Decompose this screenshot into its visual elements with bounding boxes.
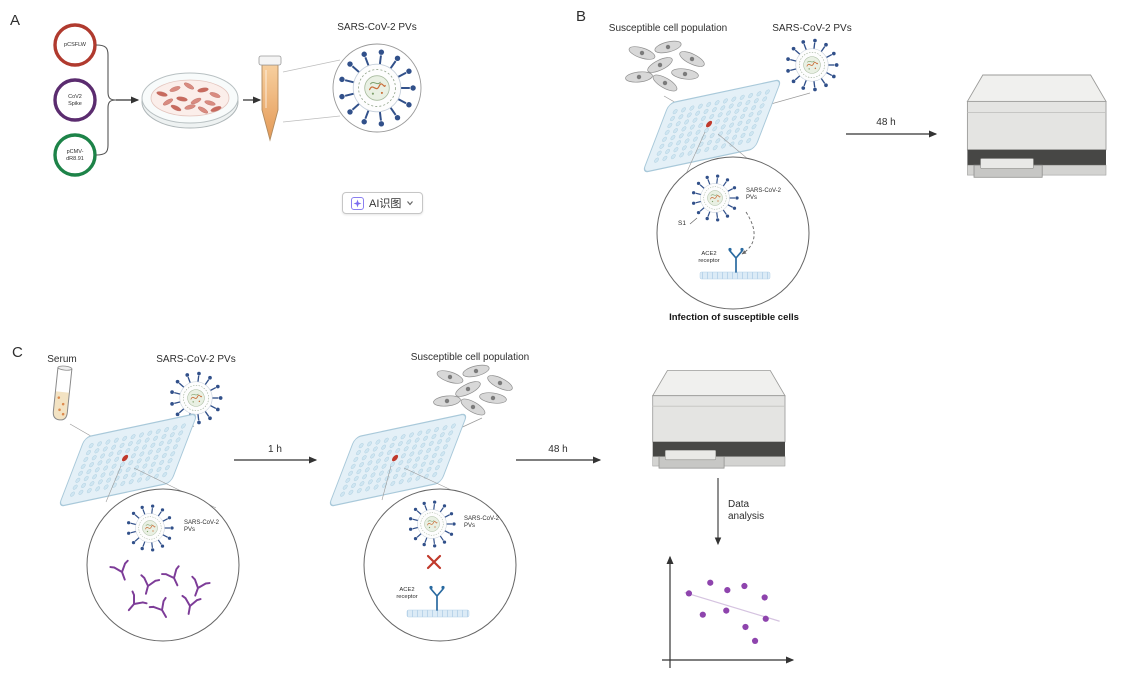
plate-reader-icon bbox=[652, 369, 786, 469]
chevron-down-icon[interactable] bbox=[406, 199, 414, 207]
panel-c-art bbox=[52, 362, 795, 668]
panel-b-zoom-pvs-label-2: PVs bbox=[746, 195, 758, 201]
ai-recognize-button[interactable]: AI识图 bbox=[342, 192, 424, 214]
panel-b-caption: Infection of susceptible cells bbox=[669, 312, 799, 323]
sample-well bbox=[121, 454, 129, 462]
magnifier-circle bbox=[656, 156, 810, 310]
zoom-line bbox=[282, 115, 341, 123]
binding-arrow bbox=[741, 211, 755, 255]
magnifier-circle bbox=[86, 488, 240, 642]
ai-button-label: AI识图 bbox=[369, 198, 402, 210]
panel-b-ace2-label-2: receptor bbox=[698, 257, 720, 264]
brace bbox=[95, 44, 117, 156]
panel-b-time-label: 48 h bbox=[876, 117, 896, 128]
cells-icon bbox=[624, 38, 707, 95]
plasmid-pcmv-label-1: pCMV- bbox=[66, 149, 84, 155]
panel-b-label: B bbox=[576, 8, 587, 25]
scatter-plot bbox=[662, 555, 795, 668]
panel-c-serum-label: Serum bbox=[47, 354, 77, 365]
sample-well bbox=[391, 454, 399, 462]
panel-c-zoom2-pvs-label-1: SARS-CoV-2 bbox=[464, 516, 500, 522]
cell-membrane bbox=[699, 271, 771, 280]
well-plate-icon bbox=[57, 412, 199, 508]
panel-b-zoom-pvs-label-1: SARS-CoV-2 bbox=[746, 188, 782, 194]
plasmid-pcmv-label-2: dR8.91 bbox=[66, 155, 84, 162]
panel-b-pvs-label: SARS-CoV-2 PVs bbox=[772, 23, 852, 34]
panel-c-analysis-label-1: Data bbox=[728, 499, 750, 510]
panel-b-s1-label: S1 bbox=[678, 220, 686, 227]
plasmid-spike-label-1: CoV2 bbox=[68, 94, 82, 100]
panel-c-zoom1-pvs-label-2: PVs bbox=[184, 527, 196, 533]
cells-icon bbox=[432, 362, 515, 419]
plasmid-spike-label-2: Spike bbox=[68, 100, 82, 107]
zoom-line bbox=[105, 465, 122, 503]
well-plate-icon bbox=[641, 78, 783, 174]
panel-c-zoom1-pvs-label-1: SARS-CoV-2 bbox=[184, 520, 220, 526]
panel-a-pvs-label: SARS-CoV-2 PVs bbox=[337, 22, 417, 33]
sample-well bbox=[705, 120, 713, 128]
panel-b-ace2-label-1: ACE2 bbox=[701, 251, 717, 257]
panel-a-art bbox=[53, 23, 422, 177]
zoom-line bbox=[282, 59, 341, 73]
virus-icon bbox=[169, 371, 224, 425]
virus-icon bbox=[785, 38, 840, 92]
panel-c-pvs-label: SARS-CoV-2 PVs bbox=[156, 354, 236, 365]
panel-a-label: A bbox=[10, 12, 21, 29]
well-plate-icon bbox=[327, 412, 469, 508]
plasmid-pcsflw-icon bbox=[53, 23, 97, 67]
panel-c-zoom2-pvs-label-2: PVs bbox=[464, 523, 476, 529]
panel-c-label: C bbox=[12, 344, 23, 361]
panel-c-time2-label: 48 h bbox=[548, 444, 568, 455]
s1-pointer bbox=[689, 217, 698, 225]
tube-icon bbox=[258, 55, 282, 142]
panel-c-cells-label: Susceptible cell population bbox=[410, 352, 530, 363]
panel-c-analysis-label-2: analysis bbox=[728, 511, 765, 522]
plasmid-pcsflw-label: pCSFLW bbox=[64, 42, 86, 48]
plasmid-spike-icon bbox=[53, 78, 97, 122]
plate-reader-icon bbox=[966, 74, 1107, 178]
panel-c-ace2-label-1: ACE2 bbox=[399, 587, 415, 593]
panel-c-ace2-label-2: receptor bbox=[396, 593, 418, 600]
panel-b-cells-label: Susceptible cell population bbox=[608, 23, 728, 34]
zoom-line bbox=[381, 465, 392, 501]
magnifier-circle bbox=[363, 488, 517, 642]
cell-membrane bbox=[406, 609, 470, 618]
plasmid-pcmv-icon bbox=[53, 133, 97, 177]
block-x-icon bbox=[426, 554, 442, 570]
petri-dish-icon bbox=[141, 72, 239, 129]
serum-tube-icon bbox=[52, 365, 73, 421]
ai-sparkle-icon bbox=[351, 196, 364, 210]
panel-b-art bbox=[624, 38, 1107, 310]
panel-c-time1-label: 1 h bbox=[268, 444, 282, 455]
